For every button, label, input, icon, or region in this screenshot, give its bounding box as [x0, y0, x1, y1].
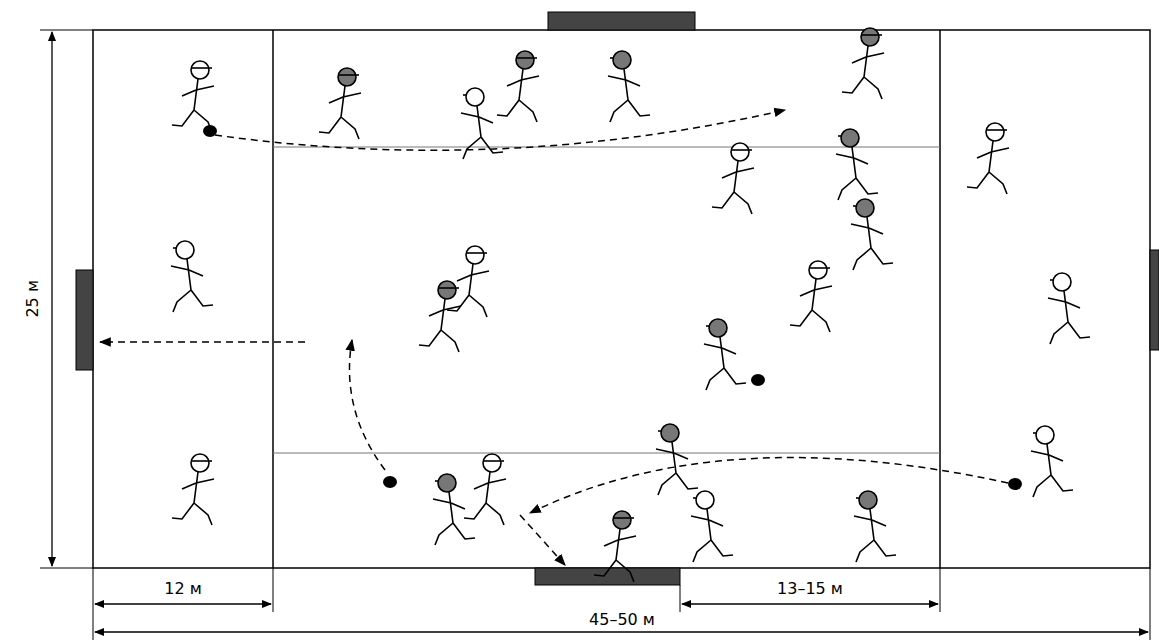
extension-line — [40, 30, 93, 31]
player — [419, 281, 461, 352]
extension-line — [1150, 568, 1151, 640]
zone-line — [939, 30, 941, 568]
extension-line — [273, 568, 274, 612]
zone-line — [272, 30, 274, 568]
player — [497, 51, 539, 122]
dimension-arrow — [682, 603, 938, 604]
pass-arrow — [530, 458, 1008, 513]
player — [790, 261, 832, 332]
dimension-arrow — [51, 32, 52, 566]
player — [464, 454, 506, 525]
field-lines — [93, 30, 1150, 568]
dimension-label: 25 м — [24, 277, 42, 321]
dimension-arrow — [95, 603, 271, 604]
player — [172, 61, 214, 132]
player — [1031, 426, 1073, 497]
pass-arrow — [349, 340, 385, 470]
lane-line — [273, 453, 940, 454]
player — [854, 491, 896, 562]
player — [691, 491, 733, 562]
player — [1048, 273, 1090, 344]
field-border — [93, 30, 1150, 568]
extension-line — [940, 568, 941, 612]
dimension-label: 13–15 м — [774, 580, 846, 598]
player — [608, 51, 650, 122]
player — [704, 319, 746, 390]
pass-arrow — [100, 341, 305, 343]
extension-line — [40, 568, 93, 569]
extension-line — [680, 585, 681, 612]
player — [842, 28, 884, 99]
goal — [548, 12, 695, 30]
player — [656, 424, 698, 495]
ball — [1008, 478, 1022, 490]
player — [967, 123, 1009, 194]
player — [447, 246, 489, 317]
dimension-lines — [40, 30, 1150, 640]
player — [433, 474, 475, 545]
goals — [76, 12, 1159, 585]
player — [594, 511, 636, 582]
pass-arrow — [520, 515, 565, 565]
player — [461, 88, 503, 159]
player — [851, 199, 893, 270]
player — [172, 454, 214, 525]
player — [836, 129, 878, 200]
player — [171, 241, 213, 312]
dimension-arrow — [95, 631, 1148, 632]
ball — [203, 125, 217, 137]
balls — [203, 125, 1022, 490]
pass-arrows — [100, 110, 1008, 565]
lane-line — [273, 147, 940, 148]
extension-line — [93, 568, 94, 640]
ball — [383, 476, 397, 488]
goal — [76, 270, 93, 370]
dimension-label: 45–50 м — [586, 611, 658, 629]
player — [712, 143, 754, 214]
dimension-label: 12 м — [161, 580, 205, 598]
goal — [1150, 250, 1159, 350]
players — [171, 28, 1090, 582]
player — [319, 68, 361, 139]
ball — [751, 374, 765, 386]
